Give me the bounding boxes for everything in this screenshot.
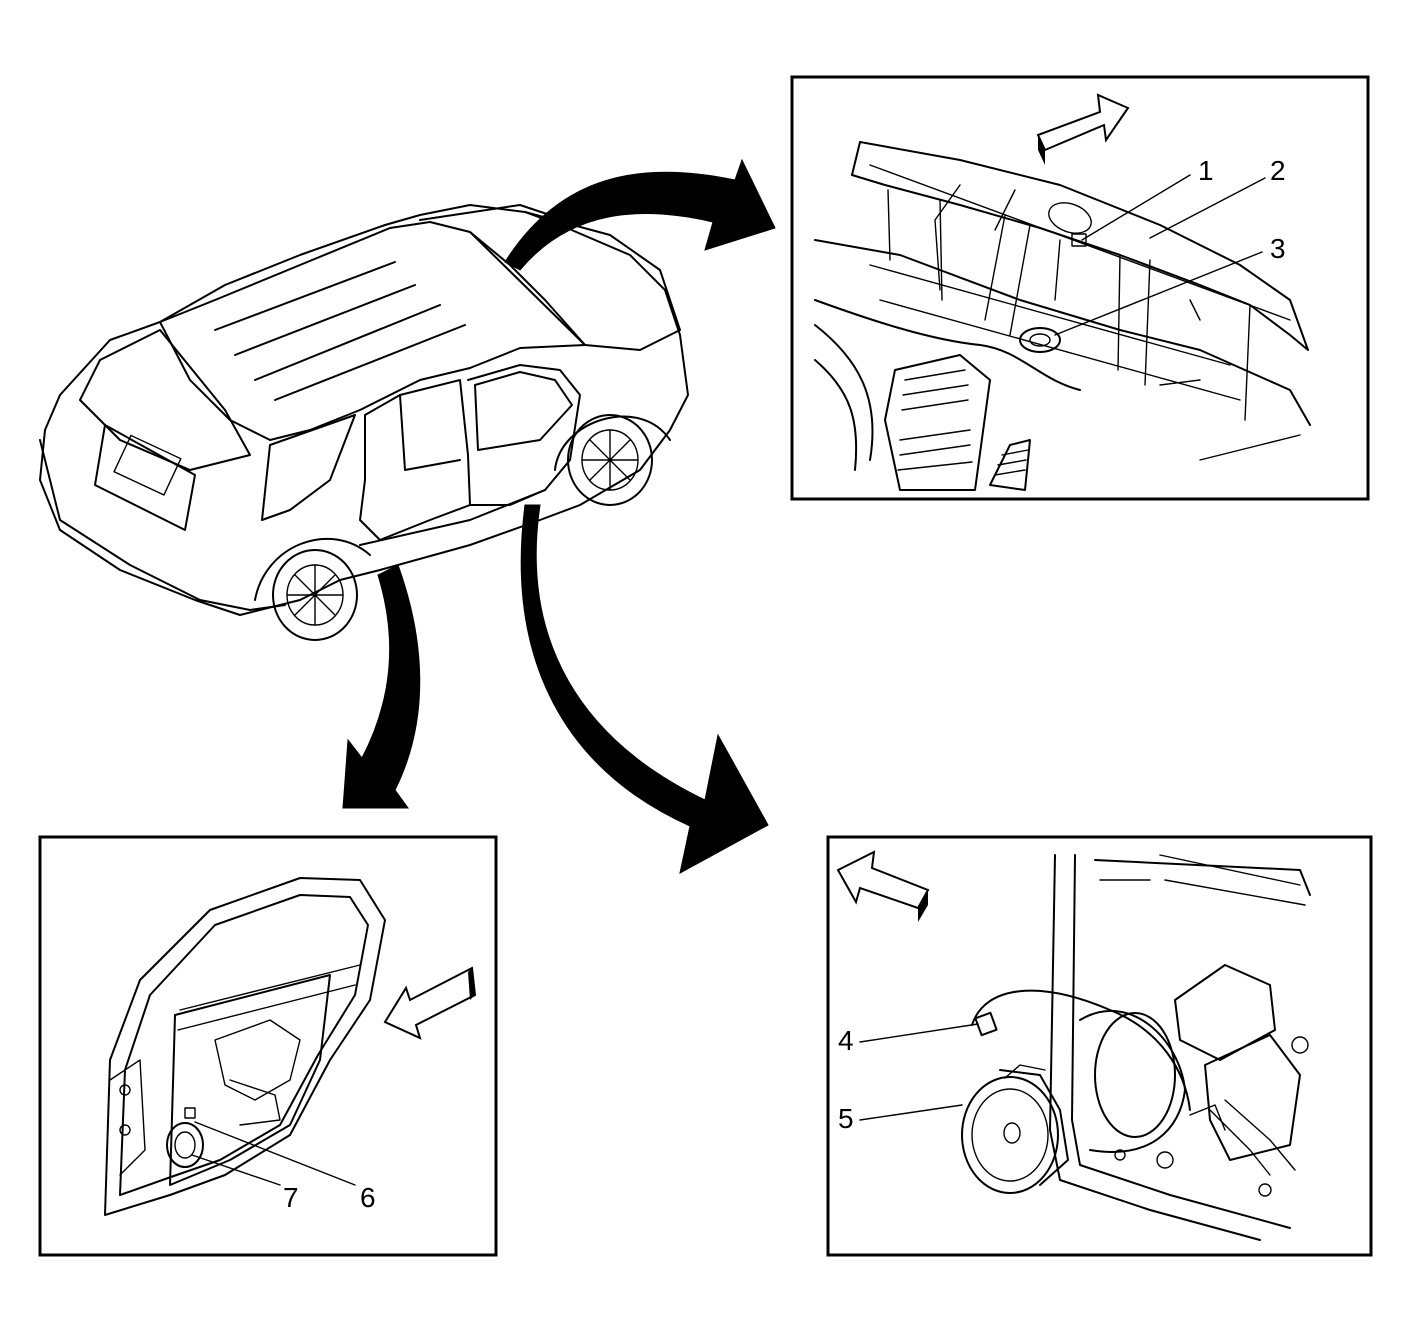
forward-direction-arrow xyxy=(1036,93,1130,165)
callout-3: 3 xyxy=(1270,233,1286,264)
front-door-speaker xyxy=(961,1064,1069,1194)
tweeter-connector xyxy=(1071,233,1087,247)
tweeter-speaker xyxy=(1019,327,1061,353)
panel-frame-dash xyxy=(790,75,1370,501)
arrow-to-dash-view xyxy=(504,158,776,271)
panel-frame-rear-door xyxy=(38,835,498,1257)
rear-door-speaker xyxy=(166,1122,204,1168)
callout-2: 2 xyxy=(1270,155,1286,186)
front-direction-arrow xyxy=(836,850,930,922)
rear-door-speaker-view: 6 7 xyxy=(38,835,498,1257)
callout-1: 1 xyxy=(1198,155,1214,186)
callout-4: 4 xyxy=(838,1025,854,1056)
arrow-to-rear-door-view xyxy=(342,564,421,809)
rear-door-speaker-connector xyxy=(184,1107,196,1119)
instrument-panel-speaker-view: 1 2 3 xyxy=(790,75,1370,501)
vehicle-illustration xyxy=(39,204,689,641)
callout-7: 7 xyxy=(283,1182,299,1213)
front-door-speaker-opening xyxy=(1094,1012,1176,1138)
front-door-speaker-view: 4 5 xyxy=(826,835,1373,1257)
arrow-to-front-door-view xyxy=(520,504,769,874)
callout-5: 5 xyxy=(838,1103,854,1134)
callout-6: 6 xyxy=(360,1182,376,1213)
rear-direction-arrow xyxy=(383,966,477,1040)
front-door-speaker-connector xyxy=(974,1011,998,1037)
